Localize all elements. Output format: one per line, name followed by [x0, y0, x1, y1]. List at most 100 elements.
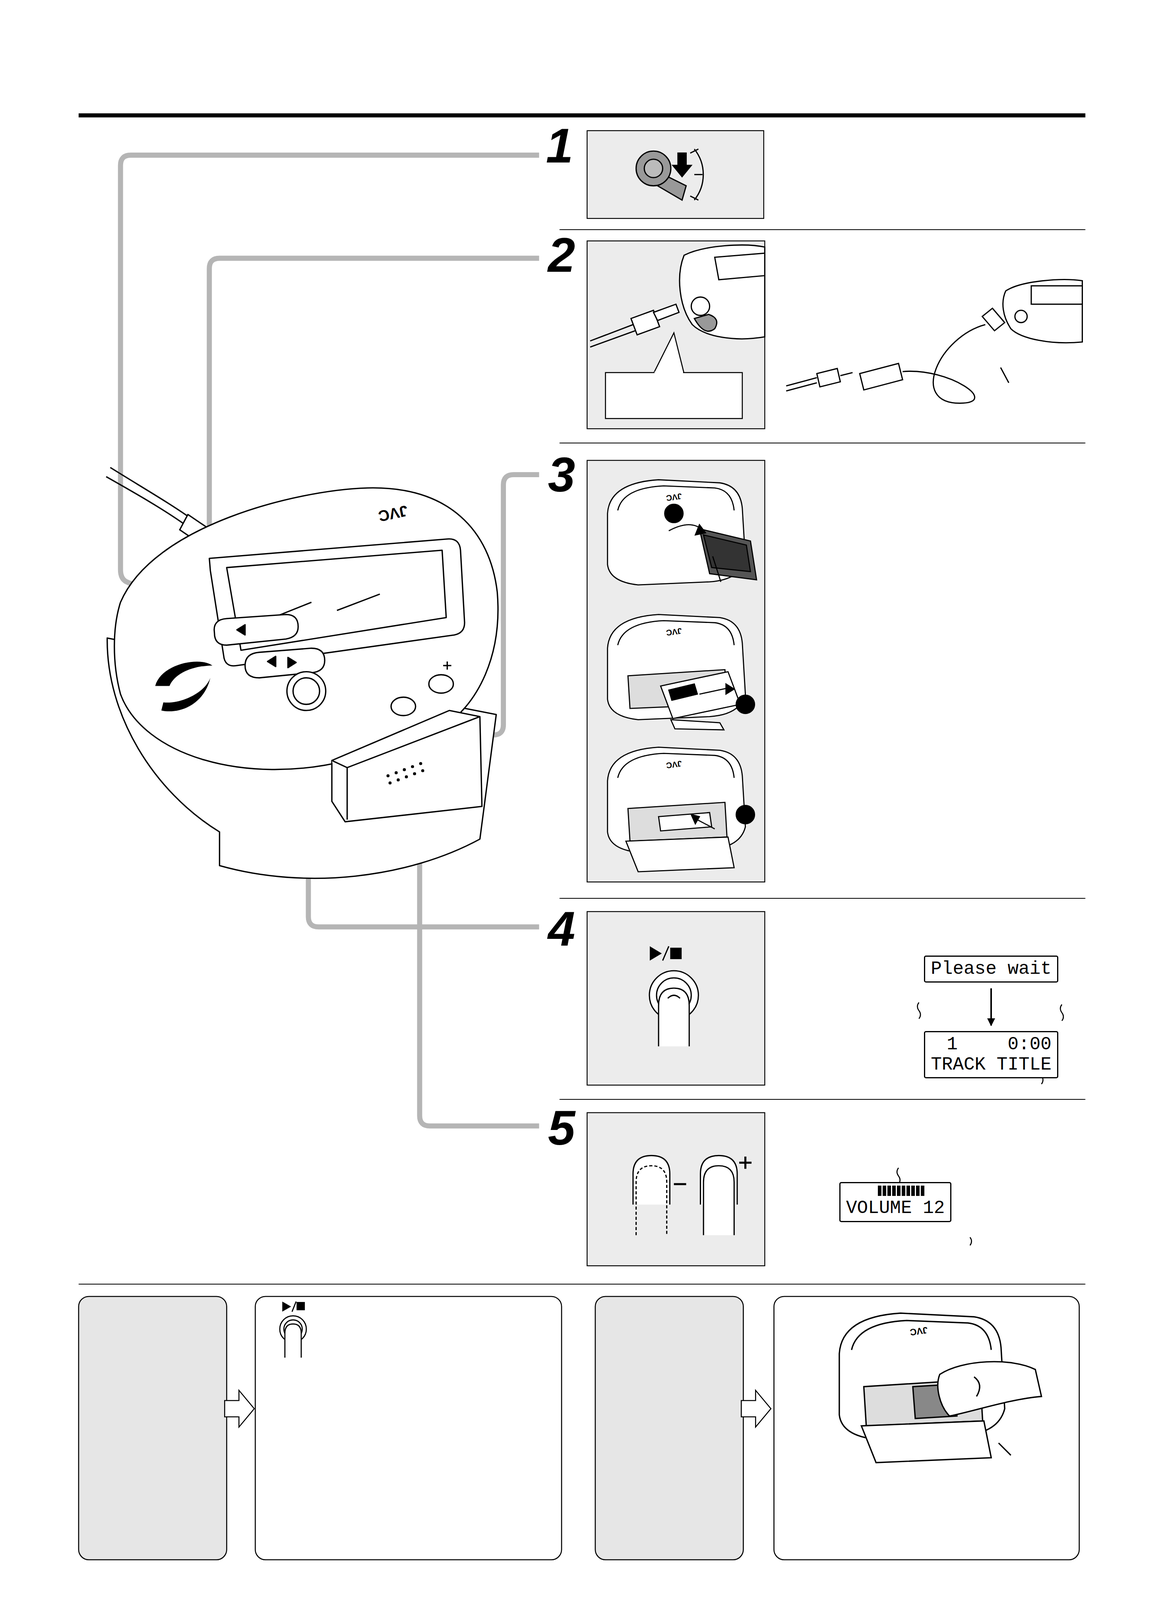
display-text: Please wait	[930, 959, 1052, 980]
card-slot-illustration	[660, 672, 740, 719]
plug-illustration	[653, 304, 679, 321]
callout-box	[605, 372, 743, 419]
rule-line	[78, 1284, 1086, 1285]
card-eject-illustration	[861, 1421, 992, 1463]
hold-switch-icon	[690, 149, 699, 154]
player-illustration	[155, 661, 213, 686]
callout-box	[605, 333, 743, 419]
card-eject-illustration	[998, 1443, 1011, 1456]
callout-box	[653, 333, 684, 374]
player-illustration	[336, 594, 380, 611]
player-illustration	[410, 765, 415, 769]
lcd-display: VOLUME 12	[839, 1182, 952, 1223]
volume-segment	[901, 1185, 906, 1197]
brand-logo: JVC	[909, 1325, 929, 1338]
extension-cord	[902, 324, 986, 404]
plug-illustration	[691, 297, 710, 316]
player-illustration	[391, 697, 416, 716]
card-slot-illustration	[695, 524, 706, 536]
note-box	[255, 1296, 562, 1561]
volume-bar	[877, 1185, 945, 1197]
card-slot-illustration	[735, 695, 755, 714]
card-eject-illustration	[839, 1313, 1042, 1463]
volume-button-icon	[744, 1156, 747, 1170]
extension-cord	[1000, 367, 1010, 384]
lcd-display: 1 0:00TRACK TITLE	[923, 1031, 1059, 1079]
step-panel	[586, 460, 765, 883]
card-slot-illustration	[607, 614, 746, 721]
card-slot-illustration	[703, 534, 751, 572]
hold-switch-icon	[636, 151, 671, 186]
card-slot-illustration	[625, 837, 735, 872]
display-text: 1	[946, 1034, 958, 1056]
display-tick	[1060, 1004, 1064, 1021]
stop-button-icon	[297, 1302, 305, 1310]
plug-illustration	[590, 330, 636, 347]
step-panel	[586, 1112, 765, 1266]
extension-cord	[1003, 279, 1083, 343]
stop-button-icon	[284, 1324, 302, 1358]
card-slot-illustration	[607, 480, 757, 586]
step-number: 5	[548, 1103, 576, 1153]
rule-line	[559, 442, 1086, 444]
extension-cord	[1031, 285, 1083, 305]
note-box	[774, 1296, 1080, 1561]
step-number: 1	[546, 121, 574, 171]
volume-segment	[916, 1185, 920, 1197]
brand-logo: JVC	[665, 759, 683, 770]
stop-button-icon	[292, 1301, 297, 1313]
plug-illustration	[590, 245, 765, 348]
player-illustration	[443, 664, 452, 667]
card-eject-illustration	[851, 1320, 992, 1351]
card-slot-illustration	[695, 819, 715, 830]
card-slot-illustration	[691, 814, 700, 824]
player-illustration	[386, 762, 425, 785]
lcd-display: Please wait	[923, 955, 1059, 984]
player-illustration	[404, 775, 409, 779]
volume-button-icon	[633, 1155, 752, 1236]
plug-illustration	[679, 245, 765, 339]
display-row: Please wait	[930, 959, 1052, 980]
rule-line	[559, 898, 1086, 899]
plug-illustration	[714, 253, 765, 280]
player-illustration	[396, 778, 400, 782]
display-text: TRACK TITLE	[930, 1055, 1052, 1076]
player-illustration	[267, 656, 276, 667]
card-eject-illustration	[839, 1313, 1042, 1463]
play-button-icon	[658, 988, 690, 1047]
player-illustration	[288, 657, 297, 669]
player-illustration	[106, 467, 498, 879]
note-box	[595, 1296, 744, 1561]
player-illustration	[292, 677, 320, 705]
plug-illustration	[694, 314, 717, 332]
display-tick	[970, 1237, 972, 1246]
card-slot-illustration	[607, 747, 746, 872]
volume-button-icon	[633, 1155, 670, 1205]
rule-line	[559, 229, 1086, 231]
volume-button-icon	[636, 1165, 667, 1236]
stop-button-icon	[279, 1301, 307, 1358]
display-text: 0:00	[1007, 1034, 1052, 1056]
play-button-icon	[670, 948, 682, 959]
volume-segment	[920, 1185, 925, 1197]
display-tick	[896, 1167, 901, 1185]
plug-illustration	[590, 324, 634, 341]
rule-line	[78, 115, 1086, 1285]
player-illustration	[402, 768, 407, 772]
extension-cord	[816, 368, 841, 387]
display-row: 1 0:00	[930, 1034, 1052, 1056]
step-number: 4	[548, 904, 576, 954]
volume-segment	[896, 1185, 901, 1197]
play-button-icon	[650, 947, 661, 960]
card-slot-illustration	[668, 683, 698, 701]
player-illustration	[394, 771, 398, 775]
card-slot-illustration	[735, 805, 755, 824]
hold-switch-icon	[636, 149, 704, 200]
extension-cord	[840, 372, 853, 376]
player-illustration	[388, 781, 392, 785]
step-panel	[586, 911, 765, 1086]
player-illustration	[161, 677, 211, 712]
display-text: VOLUME 12	[846, 1198, 945, 1219]
player-illustration	[421, 769, 425, 773]
